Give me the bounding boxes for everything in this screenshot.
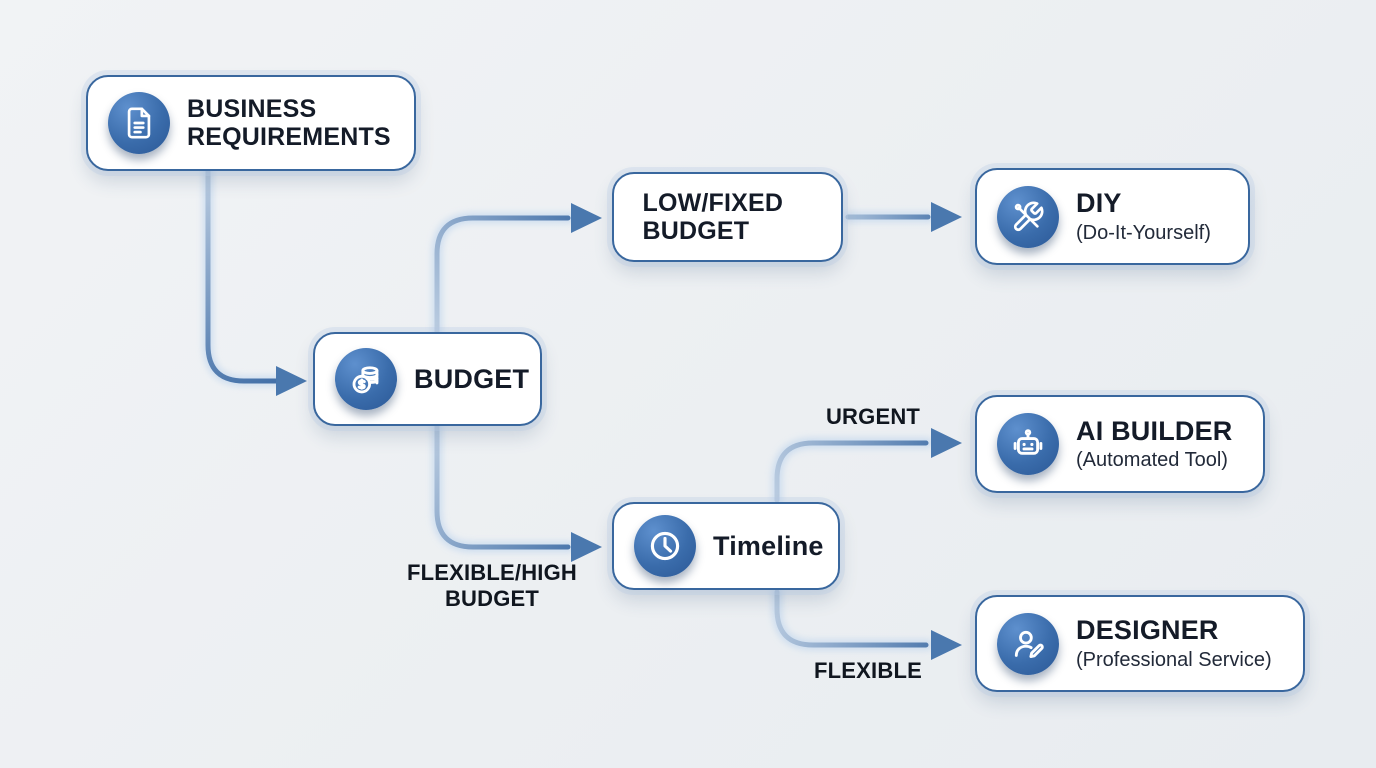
edge-label-urgent: URGENT: [825, 404, 921, 429]
arrowhead-into-budget: [276, 366, 307, 396]
node-budget[interactable]: BUDGET: [313, 332, 542, 426]
edge-budget-to-low-fixed-budget: [434, 215, 571, 337]
node-title: Timeline: [713, 530, 824, 561]
node-ai-builder[interactable]: AI BUILDER (Automated Tool): [975, 395, 1265, 493]
arrowhead-into-diy: [931, 202, 962, 232]
edge-label-flexible-high-budget: FLEXIBLE/HIGH BUDGET: [406, 560, 578, 611]
tools-icon: [997, 185, 1059, 248]
node-designer[interactable]: DESIGNER (Professional Service): [975, 595, 1305, 692]
arrowheads: [276, 202, 962, 660]
node-low-fixed-budget[interactable]: LOW/FIXED BUDGET: [612, 172, 843, 262]
node-title: AI BUILDER: [1076, 415, 1233, 446]
node-subtitle: (Professional Service): [1076, 648, 1272, 671]
edge-timeline-to-ai-builder: [774, 440, 929, 503]
clock-icon: [634, 515, 696, 577]
edge-business-requirements-to-budget: [205, 165, 279, 384]
node-timeline[interactable]: Timeline: [612, 502, 840, 590]
arrowhead-into-low-fixed-budget: [571, 203, 602, 233]
node-title: BUDGET: [414, 363, 530, 394]
node-subtitle: (Automated Tool): [1076, 449, 1228, 472]
node-diy[interactable]: DIY (Do-It-Yourself): [975, 168, 1250, 265]
node-title: LOW/FIXED BUDGET: [642, 189, 784, 245]
document-icon: [108, 92, 170, 154]
node-title: DESIGNER: [1076, 615, 1219, 646]
edge-budget-to-timeline: [434, 422, 571, 550]
person-pencil-icon: [997, 612, 1059, 675]
robot-icon: [997, 413, 1059, 475]
edge-label-flexible: FLEXIBLE: [814, 658, 922, 683]
node-business-requirements[interactable]: BUSINESS REQUIREMENTS: [86, 75, 416, 171]
arrowhead-into-designer: [931, 630, 962, 660]
edge-timeline-to-designer: [774, 589, 929, 648]
node-subtitle: (Do-It-Yourself): [1076, 221, 1211, 244]
arrowhead-into-ai-builder: [931, 428, 962, 458]
arrowhead-into-timeline: [571, 532, 602, 562]
node-title: DIY: [1076, 188, 1122, 219]
coins-icon: [335, 348, 397, 410]
node-title: BUSINESS REQUIREMENTS: [187, 95, 391, 151]
